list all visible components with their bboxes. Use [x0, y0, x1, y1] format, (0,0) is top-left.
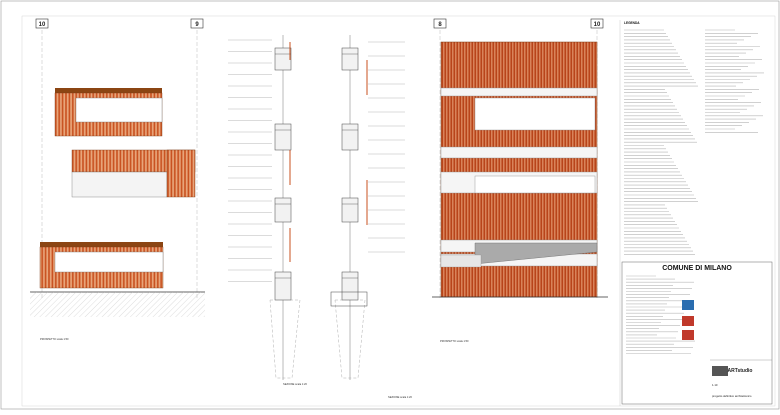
title-block-notes [626, 275, 695, 354]
facade-glazing-low [440, 254, 482, 268]
section-right-node-1 [341, 123, 359, 151]
volume-upper-window [75, 97, 163, 123]
inner-frame [21, 15, 776, 407]
section-title-left: SEZIONE scala 1:20 [283, 382, 307, 386]
section-left-node-1 [274, 123, 292, 151]
grid-label-right-a: 8 [438, 22, 442, 28]
studio-name: ARTstudio [728, 368, 753, 374]
grid-bubble-left-b: 9 [190, 18, 204, 29]
facade-band-1 [440, 146, 598, 159]
logo-red-2 [682, 330, 694, 340]
drawing-type: progetto definitivo architettonico [712, 394, 752, 398]
left-elevation [39, 88, 196, 289]
section-detail [228, 35, 405, 380]
volume-middle-glazing [71, 171, 168, 198]
logo-red [682, 316, 694, 326]
volume-upper-roof [55, 88, 162, 93]
title-block-logos [682, 300, 694, 340]
facade-window-middle [474, 175, 596, 194]
volume-lower-roof [40, 242, 163, 247]
right-elevation-title: PROSPETTO scala 1:50 [440, 339, 469, 343]
foundation-right [334, 299, 366, 379]
right-elevation [440, 41, 598, 298]
section-left-node-0 [274, 47, 292, 71]
left-ground-hatch [30, 292, 205, 317]
title-block: COMUNE DI MILANO ARTstudio 1.10 progetto… [621, 261, 773, 405]
legend-header: LEGENDA [624, 21, 640, 25]
section-right-node-0 [341, 47, 359, 71]
base-detail [330, 291, 368, 307]
grid-label-left-b: 9 [195, 22, 199, 28]
facade-window-upper [474, 97, 596, 131]
grid-label-left-a: 10 [39, 22, 46, 28]
grid-label-right-b: 10 [594, 22, 601, 28]
studio-logo [712, 366, 728, 376]
section-left-node-2 [274, 197, 292, 223]
volume-middle-side [166, 149, 196, 198]
section-right-node-2 [341, 197, 359, 223]
authority-name: COMUNE DI MILANO [662, 265, 732, 272]
grid-bubble-right-b: 10 [590, 18, 604, 29]
legend-notes [624, 29, 764, 255]
section-left-node-3 [274, 271, 292, 301]
grid-bubble-right-a: 8 [433, 18, 447, 29]
foundation-left [269, 299, 301, 379]
section-title-right: SEZIONE scala 1:20 [388, 395, 412, 399]
section-right-node-3 [341, 271, 359, 301]
facade-band-0 [440, 87, 598, 97]
sheet-code: 1.10 [712, 383, 718, 387]
volume-lower-window [54, 251, 164, 273]
logo-blue [682, 300, 694, 310]
grid-bubble-left-a: 10 [35, 18, 49, 29]
left-elevation-title: PROSPETTO scala 1:50 [40, 337, 69, 341]
